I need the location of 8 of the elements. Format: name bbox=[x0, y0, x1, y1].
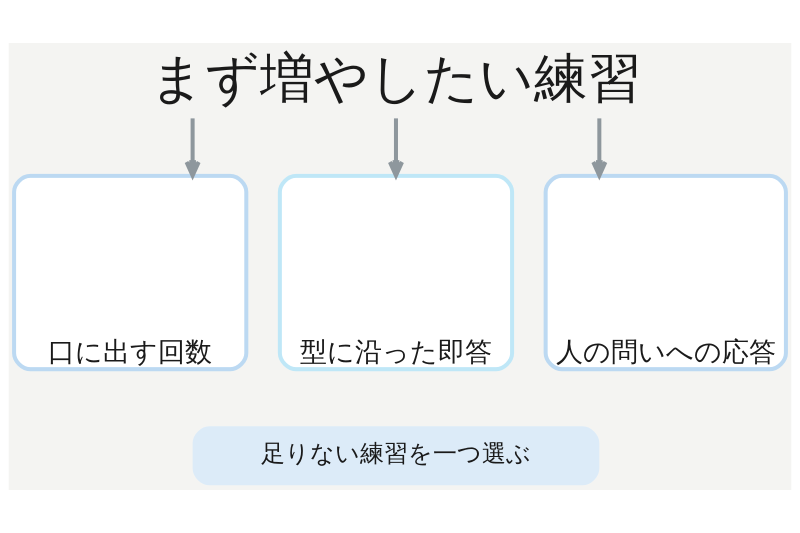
arrow bbox=[388, 118, 404, 178]
node-box: 足りない練習を一つ選ぶ bbox=[192, 426, 600, 486]
node-box: 口に出す回数 bbox=[12, 174, 248, 372]
node-box: 人の問いへの応答 bbox=[544, 174, 788, 372]
node-box: 型に沿った即答 bbox=[278, 174, 514, 372]
arrow bbox=[184, 118, 201, 178]
arrow bbox=[591, 118, 608, 178]
node-text: まず増やしたい練習 bbox=[150, 48, 642, 109]
